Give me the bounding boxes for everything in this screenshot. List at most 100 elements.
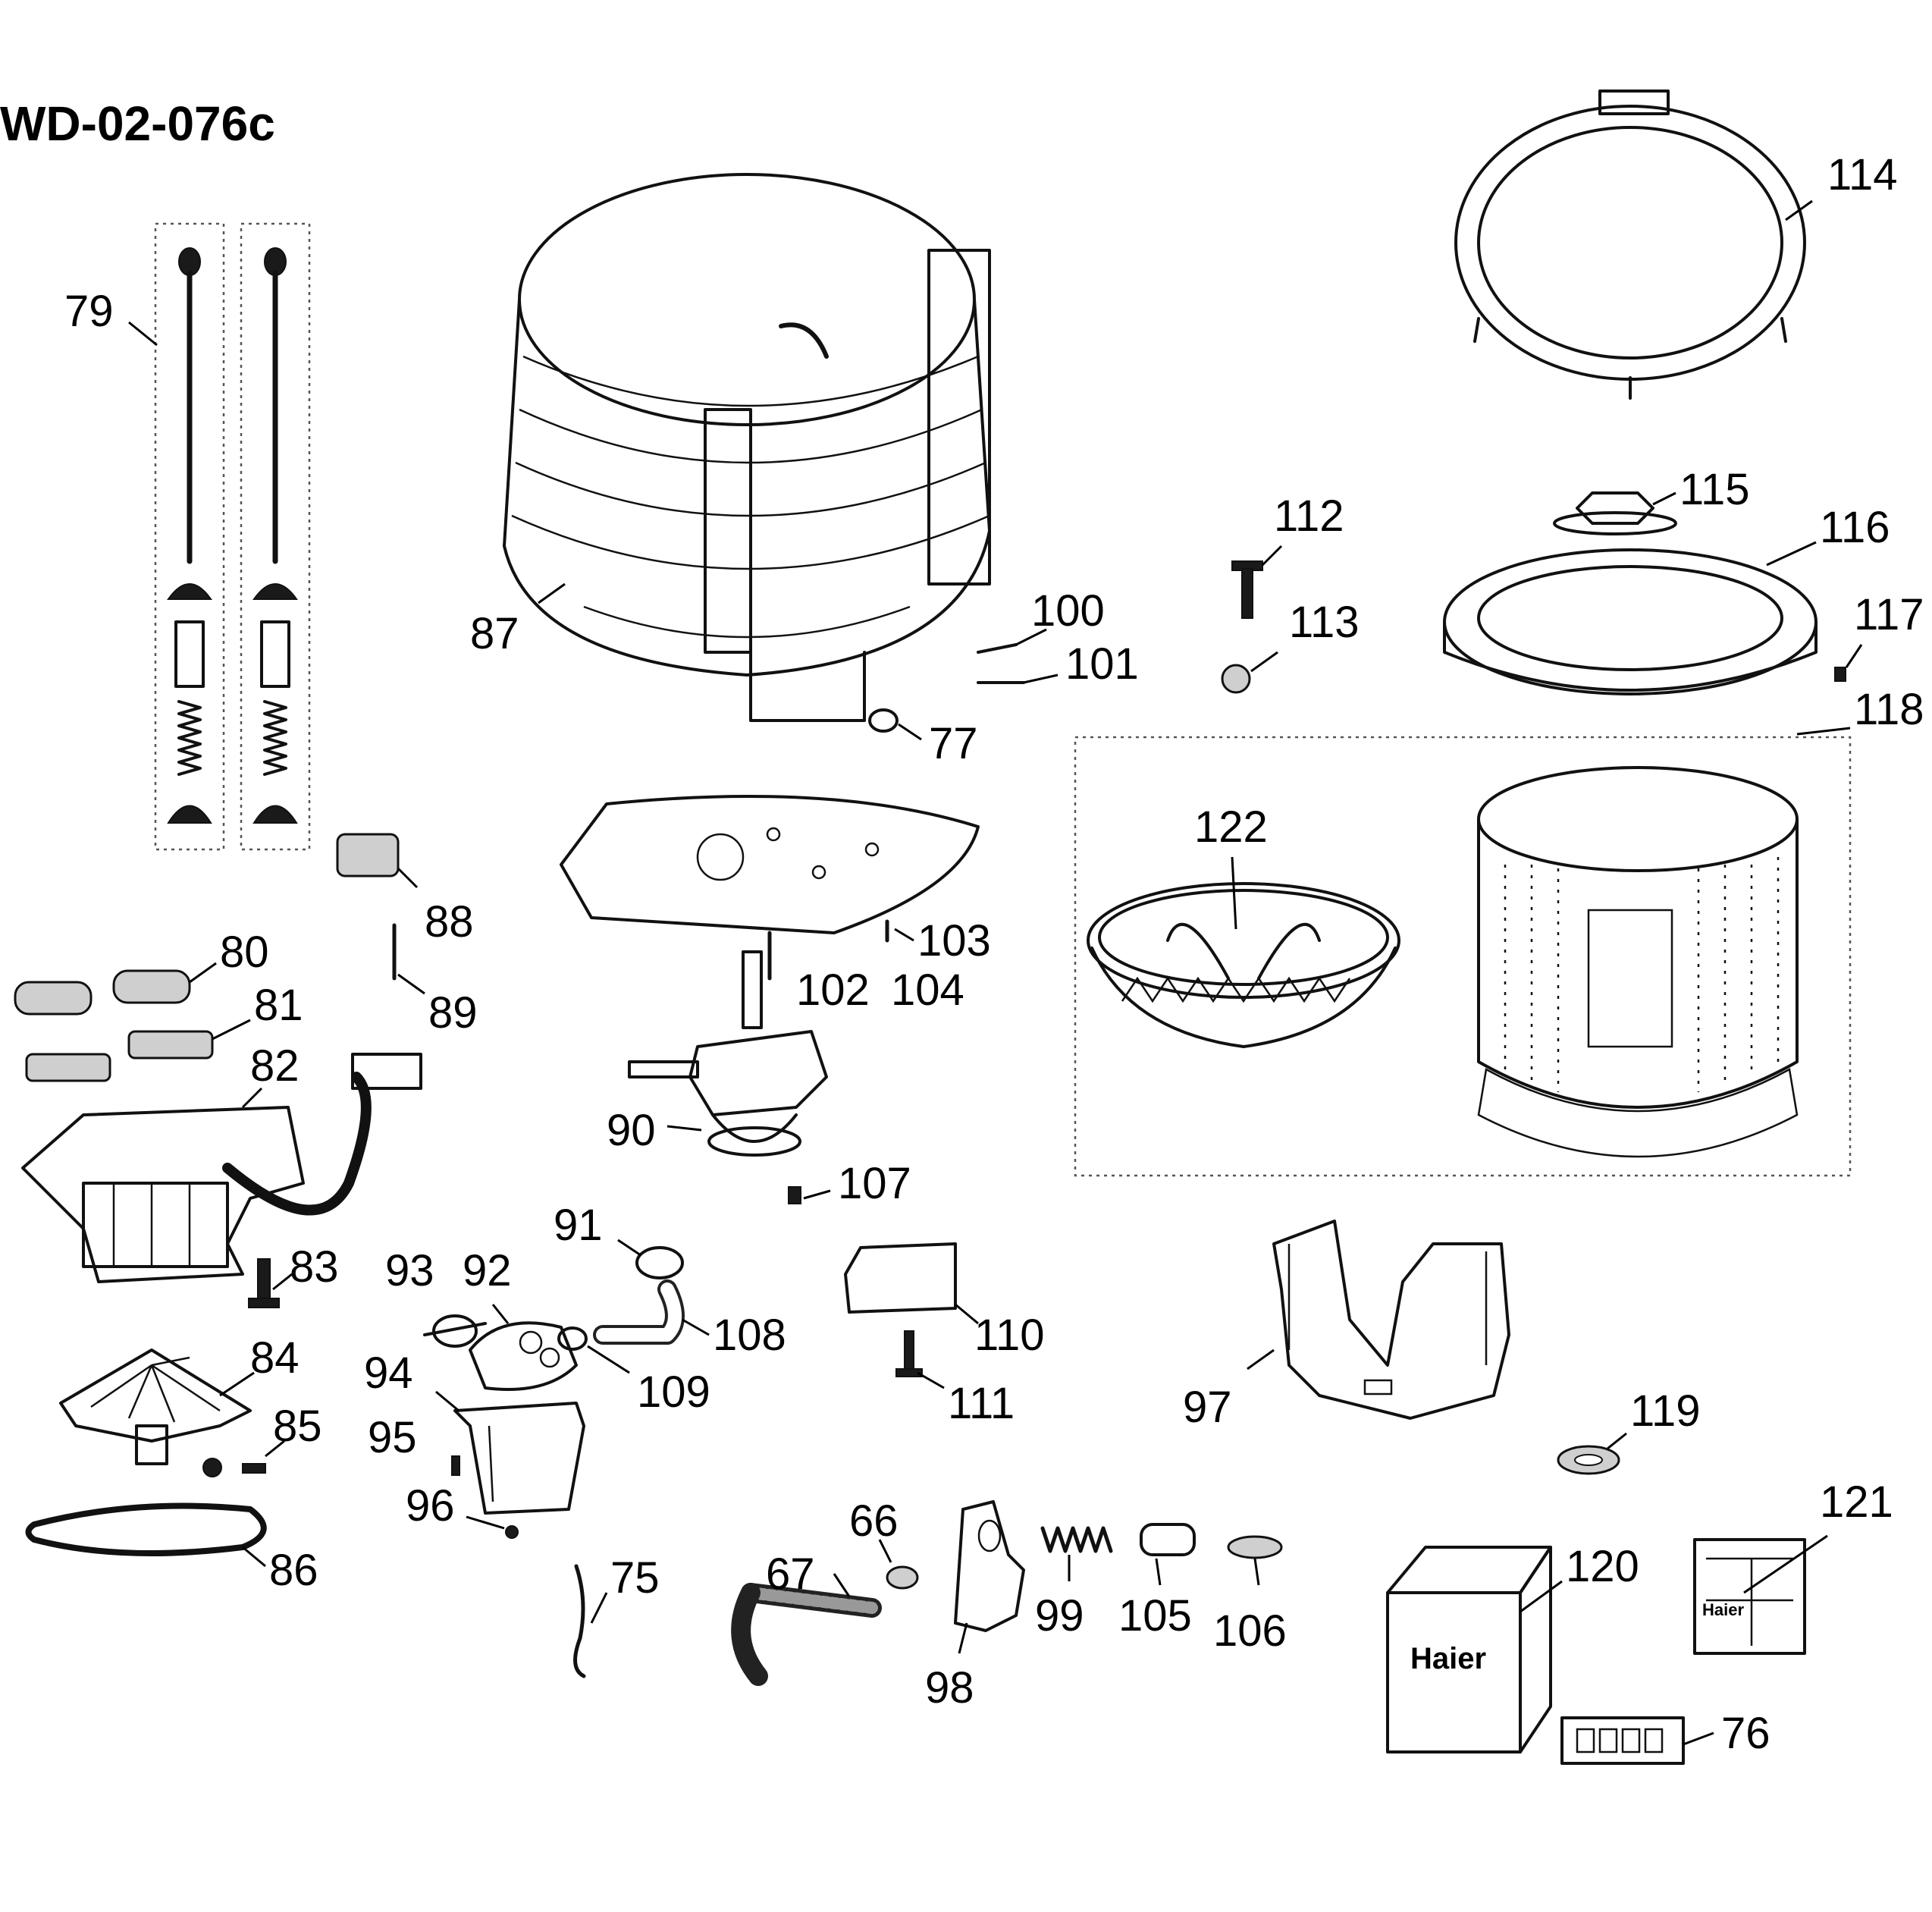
part-107-screw — [788, 1186, 831, 1204]
part-89-screw — [392, 923, 425, 995]
callout-101: 101 — [1065, 639, 1139, 689]
callout-75: 75 — [610, 1553, 660, 1603]
callout-119: 119 — [1630, 1386, 1700, 1436]
part-112-screw — [1231, 545, 1283, 619]
callout-121: 121 — [1820, 1477, 1893, 1527]
callout-91: 91 — [554, 1201, 603, 1250]
part-96-screw — [466, 1515, 519, 1539]
part-84-fan-pulley — [59, 1348, 255, 1465]
part-100-101-wires — [977, 628, 1059, 684]
callout-89: 89 — [428, 988, 478, 1038]
part-77-plug — [868, 708, 922, 741]
callout-97: 97 — [1183, 1383, 1232, 1432]
part-82-motor — [21, 1053, 422, 1283]
part-83-bolt — [248, 1258, 293, 1308]
callout-122: 122 — [1194, 802, 1268, 852]
part-113-nut — [1221, 651, 1278, 694]
callout-113: 113 — [1289, 598, 1359, 647]
part-97-base — [1247, 1220, 1510, 1420]
callout-108: 108 — [713, 1311, 786, 1360]
part-87-outer-tub — [503, 173, 991, 722]
part-103-104-screws — [885, 919, 914, 943]
part-108-hose — [593, 1279, 710, 1345]
callout-93: 93 — [385, 1246, 434, 1295]
callout-103: 103 — [917, 916, 991, 965]
part-90-gearbox — [628, 950, 828, 1157]
part-88-clip — [336, 833, 419, 889]
part-116-balance-ring — [1443, 541, 1818, 695]
callout-104: 104 — [891, 965, 964, 1015]
callout-116: 116 — [1820, 503, 1890, 552]
part-121-info-card: Haier — [1693, 1534, 1828, 1655]
callout-105: 105 — [1118, 1591, 1192, 1640]
callout-99: 99 — [1035, 1591, 1084, 1640]
callout-87: 87 — [470, 609, 519, 658]
part-75-wire — [573, 1564, 608, 1678]
part-95-screw — [451, 1455, 460, 1476]
callout-95: 95 — [368, 1413, 417, 1462]
part-81-pads — [25, 1019, 251, 1082]
part-120-box: Haier — [1386, 1546, 1563, 1753]
callout-106: 106 — [1213, 1606, 1287, 1656]
callout-90: 90 — [607, 1106, 656, 1155]
callout-66: 66 — [849, 1496, 899, 1546]
part-117-screw — [1834, 644, 1863, 682]
part-114-top-ring — [1454, 89, 1813, 400]
part-79-suspension-rods — [128, 222, 311, 851]
callout-115: 115 — [1680, 465, 1749, 514]
callout-109: 109 — [637, 1367, 710, 1417]
part-119-washer — [1557, 1432, 1627, 1475]
part-mounting-plate — [560, 795, 980, 934]
callout-100: 100 — [1031, 586, 1105, 636]
part-91-clamp — [617, 1239, 684, 1279]
callout-84: 84 — [250, 1333, 300, 1383]
callout-107: 107 — [838, 1159, 911, 1208]
part-92-drain-valve — [469, 1304, 578, 1391]
callout-88: 88 — [425, 897, 474, 947]
part-106-cap — [1227, 1535, 1283, 1586]
part-98-bracket — [954, 1500, 1025, 1654]
callout-67: 67 — [766, 1549, 815, 1599]
callout-86: 86 — [269, 1546, 318, 1595]
callout-118: 118 — [1854, 685, 1924, 734]
part-122-pulsator — [1087, 856, 1400, 1048]
part-85-screw-washer — [202, 1439, 285, 1477]
callout-112: 112 — [1274, 491, 1344, 541]
part-111-screw — [895, 1330, 945, 1389]
part-94-bracket — [435, 1390, 585, 1515]
part-105-sleeve — [1140, 1523, 1196, 1586]
part-66-clip — [878, 1539, 919, 1590]
part-93-clamp — [423, 1314, 487, 1348]
callout-76: 76 — [1721, 1709, 1770, 1758]
callout-92: 92 — [463, 1246, 512, 1295]
part-115-hub-nut — [1553, 491, 1677, 535]
part-109-clamp — [557, 1326, 630, 1374]
callout-94: 94 — [364, 1348, 413, 1398]
part-118-basket-assembly — [1074, 727, 1852, 1177]
part-67-drain-hose — [731, 1573, 882, 1686]
card-brand-label: Haier — [1702, 1600, 1744, 1619]
callout-81: 81 — [254, 981, 303, 1030]
callout-111: 111 — [948, 1379, 1015, 1428]
box-brand-label: Haier — [1410, 1642, 1486, 1675]
part-76-nameplate — [1560, 1716, 1714, 1765]
part-80-pads — [14, 962, 217, 1016]
callout-77: 77 — [929, 719, 978, 768]
part-110-box — [844, 1242, 979, 1325]
callout-83: 83 — [290, 1242, 339, 1292]
callout-102: 102 — [796, 965, 870, 1015]
callout-79: 79 — [64, 287, 114, 336]
diagram-title: WD-02-076c — [0, 96, 275, 151]
callout-114: 114 — [1827, 150, 1897, 199]
callout-96: 96 — [406, 1481, 455, 1531]
callout-117: 117 — [1854, 590, 1924, 639]
callout-110: 110 — [974, 1311, 1044, 1360]
callout-98: 98 — [925, 1663, 974, 1713]
callout-82: 82 — [250, 1041, 300, 1091]
part-99-spring — [1040, 1526, 1113, 1581]
callout-120: 120 — [1566, 1542, 1639, 1591]
callout-80: 80 — [220, 928, 269, 977]
callout-85: 85 — [273, 1402, 322, 1451]
part-86-belt — [25, 1502, 267, 1568]
